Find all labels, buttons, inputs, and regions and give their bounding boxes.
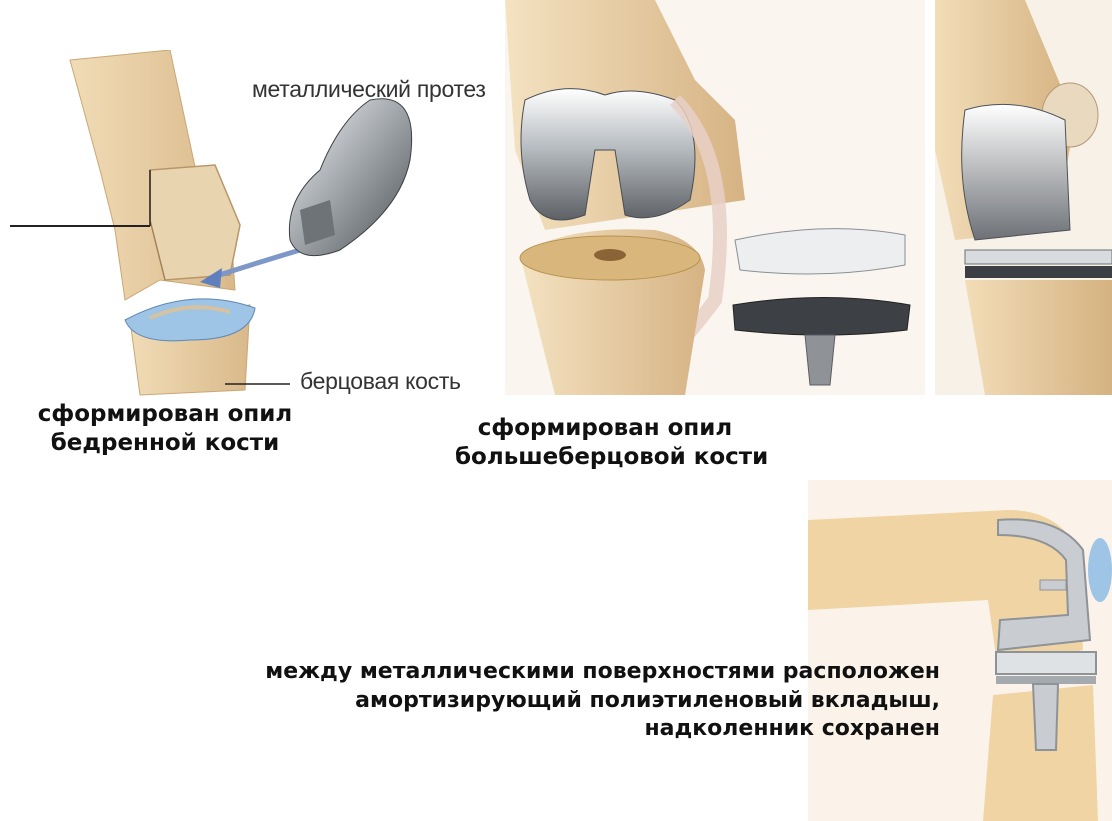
insert-caption-line-3: надколенник сохранен <box>250 715 940 744</box>
femur-cut-illustration-panel: металлический протез берцовая кость <box>0 50 500 400</box>
prosthesis-label: металлический протез <box>252 76 486 103</box>
tibia-cut-caption-line-1: сформирован опил <box>455 414 755 443</box>
tibia-cut-illustration <box>505 0 925 395</box>
tibia-cut-caption: сформирован опил большеберцовой кости <box>455 414 755 472</box>
assembled-implant-illustration-panel <box>935 0 1112 395</box>
knee-diagram-panel <box>808 480 1112 821</box>
tibia-label: берцовая кость <box>300 368 461 395</box>
insert-caption-line-2: амортизирующий полиэтиленовый вкладыш, <box>250 687 940 716</box>
femur-cut-caption-line-1: сформирован опил <box>30 400 300 429</box>
femur-cut-caption: сформирован опил бедренной кости <box>30 400 300 458</box>
knee-implant-diagram <box>808 480 1112 821</box>
insert-caption: между металлическими поверхностями распо… <box>250 658 940 744</box>
assembled-implant-illustration <box>935 0 1112 395</box>
tibia-cut-caption-line-2: большеберцовой кости <box>455 443 755 472</box>
femur-cut-caption-line-2: бедренной кости <box>30 429 300 458</box>
tibia-cut-illustration-panel <box>505 0 925 395</box>
insert-caption-line-1: между металлическими поверхностями распо… <box>250 658 940 687</box>
